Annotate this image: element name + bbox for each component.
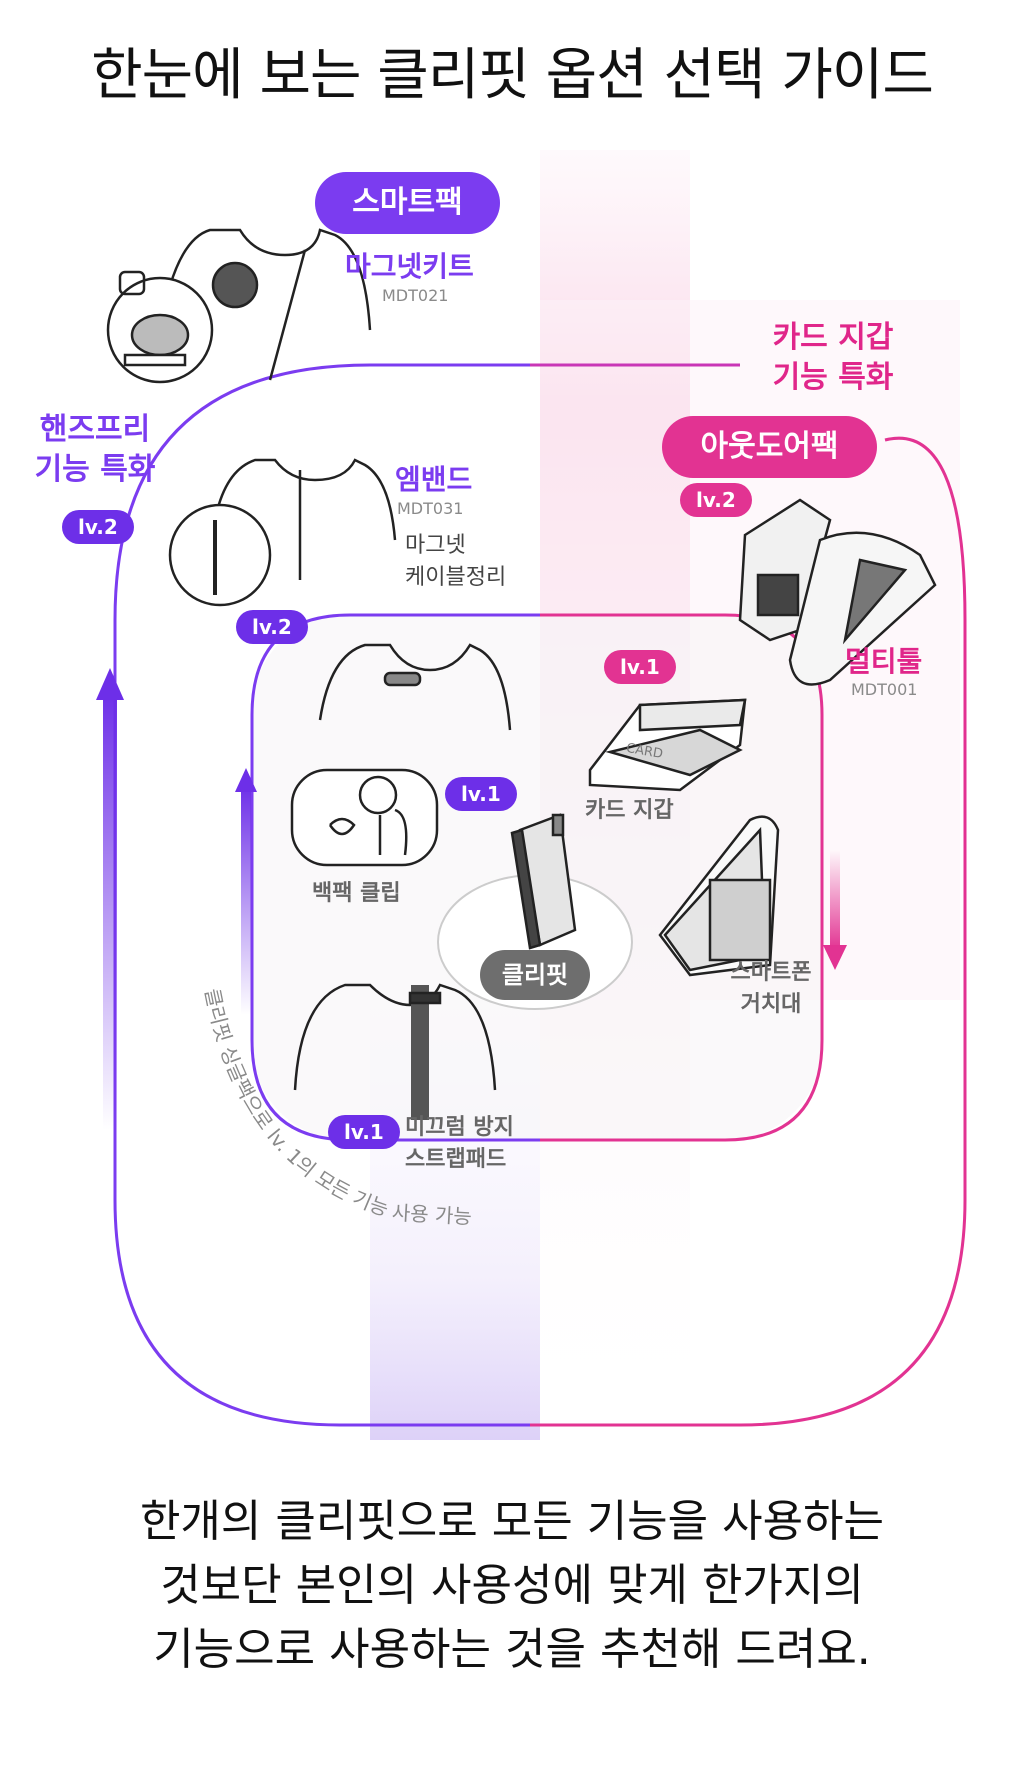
- outer-up-arrow: [96, 668, 124, 1130]
- footer-text: 한개의 클리핏으로 모든 기능을 사용하는 것보단 본인의 사용성에 맞게 한가…: [139, 1496, 885, 1675]
- center-clipit-badge: 클리핏: [480, 950, 590, 1000]
- backpack-clip-level-badge: lv.1: [445, 777, 517, 811]
- multitool-name: 멀티툴: [845, 645, 923, 678]
- magnet-kit-illustration: [106, 228, 372, 384]
- strap-pad-name: 미끄럼 방지 스트랩패드: [405, 1115, 514, 1172]
- phone-stand-illustration: [658, 815, 780, 977]
- strap-pad-level-badge: lv.1: [328, 1115, 400, 1149]
- inner-up-arrow: [235, 768, 257, 1015]
- mband-desc: 마그넷 케이블정리: [405, 533, 507, 590]
- multitool-code: MDT001: [851, 680, 918, 699]
- mband-illustration: [168, 458, 397, 607]
- cardwallet-heading: 카드 지갑 기능 특화: [772, 320, 894, 395]
- mband-name: 엠밴드: [395, 463, 473, 496]
- smart-pack-badge: 스마트팩: [315, 172, 500, 234]
- card-wallet-name: 카드 지갑: [585, 798, 674, 823]
- handsfree-heading: 핸즈프리 기능 특화: [34, 412, 156, 487]
- magnet-kit-name: 마그넷키트: [345, 250, 474, 283]
- outdoor-pack-badge: 아웃도어팩: [662, 416, 877, 478]
- card-wallet-illustration: [588, 698, 747, 792]
- mband-code: MDT031: [397, 499, 464, 518]
- handsfree-level-badge: lv.2: [62, 510, 134, 544]
- mband-level-badge: lv.2: [236, 610, 308, 644]
- multitool-level-badge: lv.2: [680, 483, 752, 517]
- phone-stand-name: 스마트폰 거치대: [730, 960, 812, 1017]
- backpack-clip-name: 백팩 클립: [312, 881, 401, 906]
- outer-frame-pink: [530, 436, 967, 1427]
- backpack-clip-illustration: [290, 643, 512, 867]
- inner-down-arrow: [823, 850, 847, 970]
- outer-frame-purple: [113, 363, 530, 1427]
- curved-note: 클리핏 싱글팩으로 lv. 1의 모든 기능 사용 가능: [200, 986, 472, 1229]
- page-title: 한눈에 보는 클리핏 옵션 선택 가이드: [91, 43, 934, 108]
- clip-phone-illustration: [510, 813, 577, 950]
- card-wallet-level-badge: lv.1: [604, 650, 676, 684]
- magnet-kit-code: MDT021: [382, 286, 449, 305]
- multitool-illustration: [738, 498, 937, 686]
- strap-pad-illustration: [293, 983, 497, 1120]
